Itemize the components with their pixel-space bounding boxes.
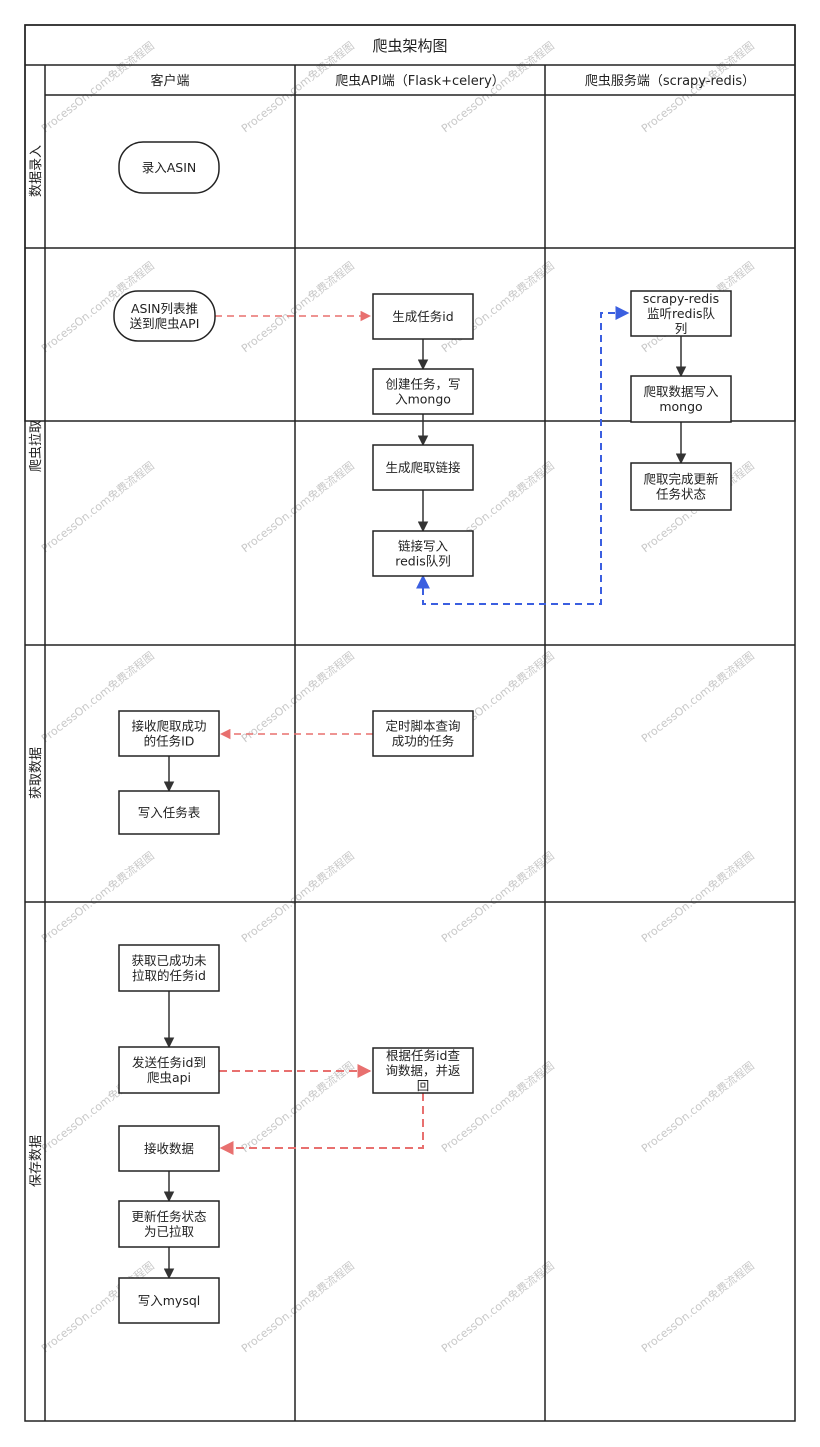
column-header-server: 爬虫服务端（scrapy-redis） — [585, 73, 755, 89]
node-recv-data-box — [118, 1125, 220, 1172]
node-update-status-label: 更新任务状态 — [131, 1209, 206, 1224]
node-push-list-box — [113, 290, 216, 342]
node-recv-data-label: 接收数据 — [144, 1141, 194, 1156]
arrow-query-to-recv — [219, 1093, 424, 1155]
node-crawl-done-label: 任务状态 — [656, 487, 706, 502]
node-create-task-label: 入mongo — [395, 392, 451, 407]
column-header-client: 客户端 — [150, 73, 189, 89]
node-write-task-label: 写入任务表 — [138, 805, 201, 820]
node-query-box — [372, 1047, 474, 1094]
node-crawl-write-label: 爬取数据写入 — [643, 384, 719, 399]
node-crawl-done-label: 爬取完成更新 — [643, 472, 718, 487]
node-create-task-box — [372, 368, 474, 415]
column-header-api: 爬虫API端（Flask+celery） — [335, 74, 505, 89]
watermark-text: ProcessOn.com免费流程图 — [238, 648, 356, 745]
watermark-text: ProcessOn.com免费流程图 — [638, 848, 756, 945]
diagram-frame — [24, 24, 796, 1422]
node-input-asin-box — [118, 141, 220, 194]
node-receive-id-label: 接收爬取成功 — [131, 719, 206, 734]
node-gen-id-box — [372, 293, 474, 340]
node-recv-data: 接收数据 — [118, 1125, 220, 1172]
node-write-mysql: 写入mysql — [118, 1277, 220, 1324]
node-receive-id-label: 的任务ID — [144, 734, 195, 749]
watermark-text: ProcessOn.com免费流程图 — [238, 1258, 356, 1355]
node-query-label: 询数据，并返 — [385, 1063, 460, 1078]
watermark-text: ProcessOn.com免费流程图 — [238, 848, 356, 945]
diagram-title: 爬虫架构图 — [372, 37, 447, 55]
watermark-text: ProcessOn.com免费流程图 — [38, 38, 156, 135]
node-gen-link-box — [372, 444, 474, 491]
watermark-text: ProcessOn.com免费流程图 — [638, 1058, 756, 1155]
watermark-text: ProcessOn.com免费流程图 — [438, 1258, 556, 1355]
lane-label-crawl: 爬虫拉取 — [29, 420, 44, 472]
node-listen-label: scrapy-redis — [643, 291, 719, 306]
lane-label-input: 数据录入 — [29, 145, 44, 197]
node-write-task-box — [118, 790, 220, 835]
watermark-text: ProcessOn.com免费流程图 — [238, 258, 356, 355]
node-create-task-label: 创建任务，写 — [385, 377, 460, 392]
node-receive-id-box — [118, 710, 220, 757]
node-send-id-label: 发送任务id到 — [132, 1055, 206, 1070]
watermark-text: ProcessOn.com免费流程图 — [38, 458, 156, 555]
watermark-text: ProcessOn.com免费流程图 — [238, 458, 356, 555]
node-crawl-done-box — [630, 462, 732, 511]
node-listen-label: 列 — [675, 321, 688, 336]
node-write-mysql-label: 写入mysql — [138, 1293, 201, 1308]
node-gen-id-label: 生成任务id — [392, 309, 453, 324]
node-update-status-label: 为已拉取 — [144, 1224, 195, 1239]
watermark-text: ProcessOn.com免费流程图 — [638, 1258, 756, 1355]
node-write-mysql-box — [118, 1277, 220, 1324]
node-query-label: 根据任务id查 — [386, 1048, 460, 1063]
node-get-ids-label: 获取已成功未 — [131, 953, 207, 968]
node-cron-label: 成功的任务 — [392, 734, 455, 749]
node-input-asin: 录入ASIN — [118, 141, 220, 194]
node-get-ids-box — [118, 944, 220, 992]
watermark-text: ProcessOn.com免费流程图 — [638, 648, 756, 745]
watermark-text: ProcessOn.com免费流程图 — [38, 848, 156, 945]
node-input-asin-label: 录入ASIN — [142, 160, 197, 175]
lane-label-fetch: 获取数据 — [29, 747, 44, 799]
arrow-redis-listen-link — [416, 306, 630, 605]
node-send-id-box — [118, 1046, 220, 1094]
lane-label-save: 保存数据 — [29, 1135, 44, 1187]
node-gen-id: 生成任务id — [372, 293, 474, 340]
node-link-redis-box — [372, 530, 474, 577]
node-crawl-write-label: mongo — [659, 399, 702, 414]
watermark-text: ProcessOn.com免费流程图 — [438, 848, 556, 945]
node-gen-link-label: 生成爬取链接 — [385, 460, 461, 475]
node-send-id-label: 爬虫api — [147, 1070, 191, 1085]
watermark-text: ProcessOn.com免费流程图 — [238, 1058, 356, 1155]
node-listen-label: 监听redis队 — [647, 306, 715, 321]
node-gen-link: 生成爬取链接 — [372, 444, 474, 491]
node-cron-box — [372, 710, 474, 757]
node-cron-label: 定时脚本查询 — [385, 719, 460, 734]
node-push-list-label: 送到爬虫API — [130, 316, 200, 331]
node-push-list-label: ASIN列表推 — [131, 301, 198, 316]
node-link-redis-label: redis队列 — [395, 554, 450, 569]
node-listen-box — [630, 290, 732, 337]
node-get-ids-label: 拉取的任务id — [132, 968, 206, 983]
node-query-label: 回 — [417, 1078, 430, 1093]
node-link-redis-label: 链接写入 — [398, 539, 449, 554]
connectors — [163, 306, 687, 1280]
node-write-task: 写入任务表 — [118, 790, 220, 835]
outer-border — [24, 24, 796, 1422]
node-update-status-box — [118, 1200, 220, 1248]
node-crawl-write-box — [630, 375, 732, 423]
